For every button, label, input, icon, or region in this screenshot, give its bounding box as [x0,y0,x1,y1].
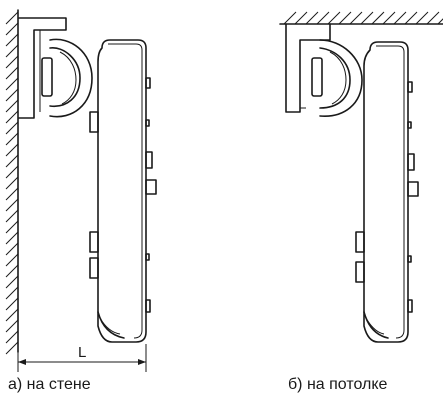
ceiling-holder-clip [311,57,323,97]
hatch-line [5,242,19,256]
hatch-line [437,18,443,25]
hatch-line [5,44,19,58]
ceiling-hatching [283,11,443,25]
wall-bracket [18,17,67,119]
ceiling-remote-tip [363,311,389,339]
hatch-line [5,330,19,344]
dimension-label: L [78,344,86,361]
hatch-line [5,88,19,102]
ceiling-remote-tip-inner [365,317,385,335]
wall-remote-body [97,39,147,343]
wall-holder-clip [41,57,53,97]
hatch-line [283,11,297,25]
hatch-line [5,22,19,36]
wall-remote-tip [97,311,125,339]
hatch-line [5,121,19,135]
hatch-line [5,308,19,322]
hatch-line [5,176,19,190]
wall-holder-ridge [59,51,77,105]
dimension-arrow-left [18,359,26,365]
wall-side-button [145,151,153,169]
hatch-line [5,165,19,179]
wall-hatching [5,11,19,355]
hatch-line [5,110,19,124]
wall-holder-inner [49,47,81,107]
ceiling-back-tab [355,231,365,253]
hatch-line [5,253,19,267]
ceiling-side-button [407,255,412,263]
hatch-line [5,154,19,168]
hatch-line [5,132,19,146]
wall-bracket-inner [34,29,41,112]
ceiling-side-button [407,121,412,129]
hatch-line [382,11,396,25]
hatch-line [5,286,19,300]
hatch-line [5,55,19,69]
ceiling-back-tab [355,261,365,283]
wall-side-button [145,119,150,127]
hatch-line [5,99,19,113]
hatch-line [371,11,385,25]
hatch-line [349,11,363,25]
hatch-line [5,275,19,289]
hatch-line [294,11,308,25]
hatch-line [415,11,429,25]
ceiling-remote-body [363,41,409,343]
wall-mount-figure: L [5,9,157,372]
hatch-line [338,11,352,25]
hatch-line [5,231,19,245]
hatch-line [327,11,341,25]
wall-holder-outer [49,38,93,118]
ceiling-side-button [407,153,415,171]
hatch-line [360,11,374,25]
hatch-line [5,11,19,25]
hatch-line [5,66,19,80]
hatch-line [5,33,19,47]
hatch-line [305,11,319,25]
ceiling-side-button [407,81,413,93]
hatch-line [426,11,440,25]
wall-side-button [145,253,150,261]
ceiling-side-button [407,181,419,197]
hatch-line [5,143,19,157]
wall-side-button [145,77,151,89]
hatch-line [5,319,19,333]
hatch-line [5,209,19,223]
ceiling-holder-inner [319,47,351,109]
hatch-line [5,77,19,91]
wall-remote-edge [108,43,143,339]
dimension-arrow-right [138,359,146,365]
ceiling-remote-edge [376,45,405,339]
hatch-line [393,11,407,25]
ceiling-bracket-inner [299,40,306,109]
hatch-line [316,11,330,25]
ceiling-holder-outer [319,39,363,117]
wall-side-button [145,299,151,313]
caption-ceiling: б) на потолке [288,376,388,393]
hatch-line [5,198,19,212]
caption-wall: а) на стене [8,376,91,393]
ceiling-bracket [285,23,331,113]
hatch-line [5,264,19,278]
hatch-line [5,187,19,201]
hatch-line [5,220,19,234]
wall-side-button [145,179,157,195]
wall-back-tab [89,111,99,133]
hatch-line [404,11,418,25]
ceiling-mount-figure [279,11,443,343]
hatch-line [5,297,19,311]
wall-back-tab [89,231,99,253]
wall-back-tab [89,257,99,279]
ceiling-side-button [407,299,413,313]
hatch-line [5,341,19,355]
wall-remote-tip-inner [99,317,121,335]
ceiling-holder-ridge [329,51,347,105]
